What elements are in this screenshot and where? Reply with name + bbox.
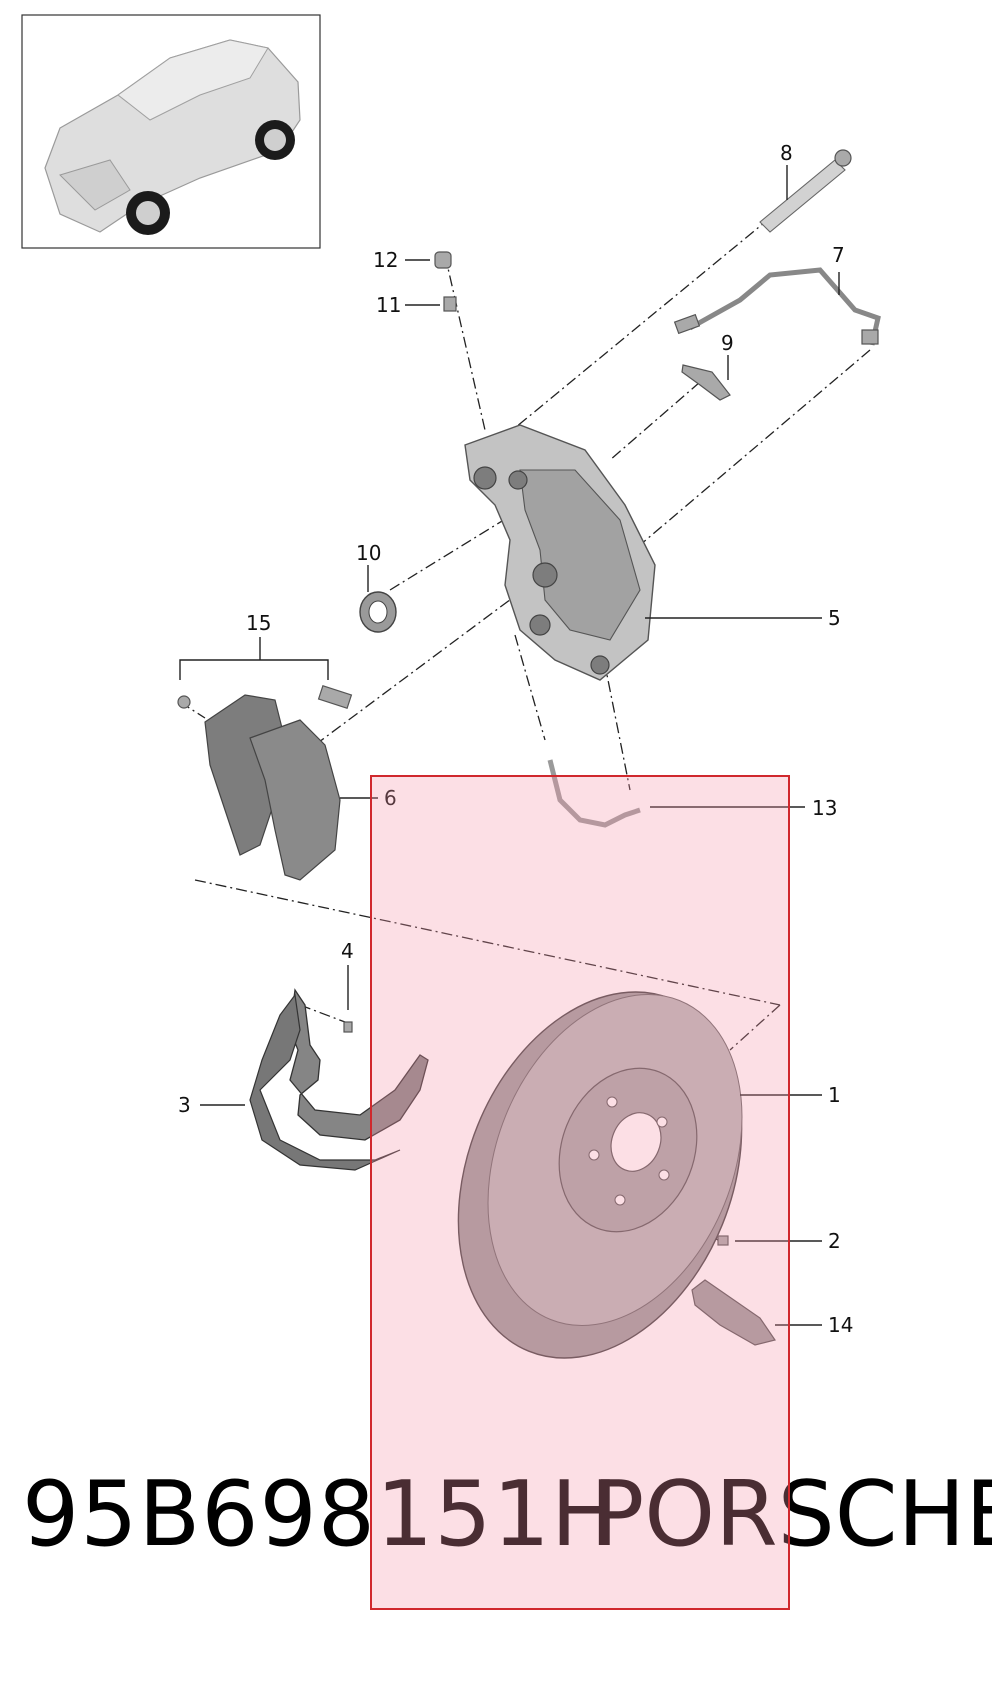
callout-6: 6	[384, 786, 397, 810]
highlight-box	[370, 775, 790, 1610]
callout-10: 10	[356, 541, 381, 565]
part-number: 95B698151H	[22, 1462, 620, 1567]
callout-7: 7	[832, 243, 845, 267]
clip-9	[681, 364, 731, 401]
callout-11: 11	[376, 293, 401, 317]
pin-set-15	[177, 684, 353, 710]
seal-ring-10	[359, 591, 397, 633]
brake-line-13	[547, 759, 641, 828]
leader-lines	[179, 165, 840, 1326]
callout-9: 9	[721, 331, 734, 355]
bolt-8	[759, 149, 852, 233]
brake-caliper-5	[464, 424, 656, 681]
callout-5: 5	[828, 606, 841, 630]
callout-1: 1	[828, 1083, 841, 1107]
callout-14: 14	[828, 1313, 853, 1337]
vehicle-thumbnail	[21, 14, 321, 249]
callout-4: 4	[341, 939, 354, 963]
bleed-cap-12	[434, 251, 452, 269]
callout-3: 3	[178, 1093, 191, 1117]
wear-sensor-7	[673, 267, 881, 346]
callout-12: 12	[373, 248, 398, 272]
brake-pads-6	[204, 694, 341, 881]
callout-13: 13	[812, 796, 837, 820]
grease-tube-14	[691, 1279, 776, 1346]
bleed-screw-11	[443, 296, 457, 312]
dust-shield-3	[289, 988, 429, 1141]
screw-4	[343, 1021, 353, 1033]
footer-caption: 95B698151H PORSCHE	[0, 1470, 992, 1590]
callout-2: 2	[828, 1229, 841, 1253]
brand-name: PORSCHE	[590, 1462, 992, 1567]
brake-disc-1	[457, 991, 743, 1359]
callout-8: 8	[780, 141, 793, 165]
screw-2	[717, 1235, 729, 1246]
callout-15: 15	[246, 611, 271, 635]
